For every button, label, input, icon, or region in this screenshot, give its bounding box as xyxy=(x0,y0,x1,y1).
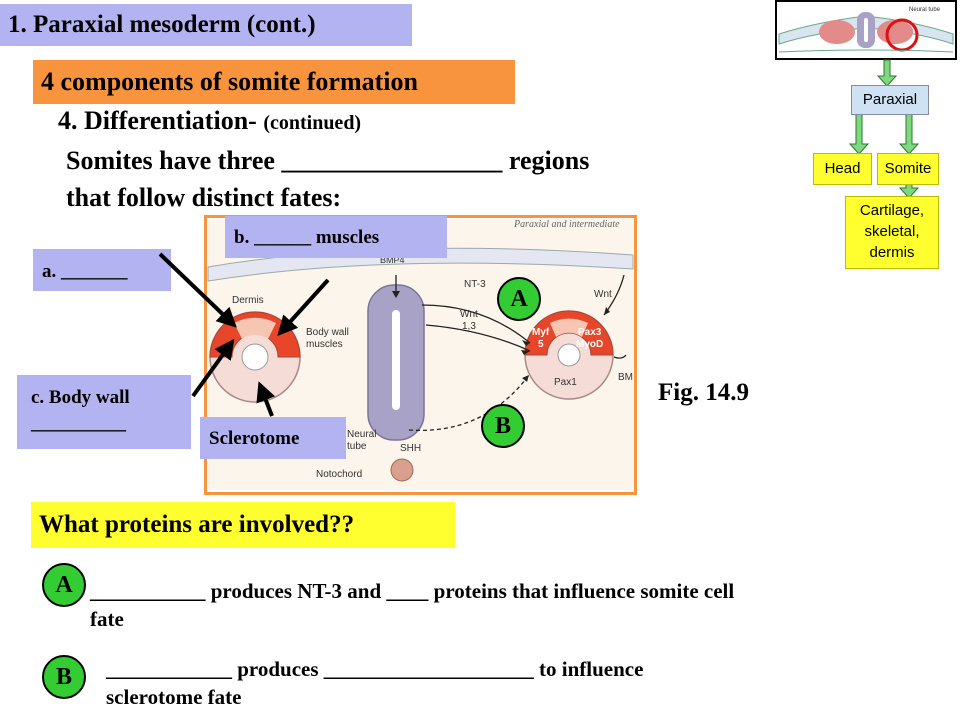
answer-a: ___________ produces NT-3 and ____ prote… xyxy=(90,577,950,633)
signal-arrowheads xyxy=(392,291,610,382)
neural-tube-mini-label: Neural tube xyxy=(909,7,941,13)
label-b-muscles: b. ______ muscles xyxy=(225,216,447,258)
label-c-line-2: __________ xyxy=(31,413,126,434)
myf5-label-2: 5 xyxy=(538,339,544,350)
dermis-label: Dermis xyxy=(232,295,264,306)
pax3-label-2: MyoD xyxy=(576,339,603,350)
pax1-label: Pax1 xyxy=(554,377,577,388)
answer-b: ____________ produces __________________… xyxy=(106,655,946,711)
wnt13-label-2: 1,3 xyxy=(462,321,476,332)
marker-a-figure: A xyxy=(497,277,541,321)
marker-b-figure: B xyxy=(481,404,525,448)
fates-box: Cartilage, skeletal, dermis xyxy=(845,196,939,269)
embryo-thumbnail: Neural tube xyxy=(775,0,957,60)
answer-a-line-2: fate xyxy=(90,607,124,631)
differentiation-note: (continued) xyxy=(263,112,362,134)
notochord xyxy=(390,458,414,482)
figure-header: Paraxial and intermediate xyxy=(513,219,620,230)
fates-line-2: skeletal, xyxy=(864,223,920,240)
nt3-label: NT-3 xyxy=(464,279,486,290)
left-somite xyxy=(209,311,301,403)
notochord-label: Notochord xyxy=(316,469,362,480)
statement-line-1: Somites have three _________________ reg… xyxy=(66,146,590,175)
answer-b-line-1: ____________ produces __________________… xyxy=(106,657,644,681)
neural-tube-label-1: Neural xyxy=(347,429,376,440)
minimap-flow-arrows xyxy=(848,59,920,199)
marker-b-answer: B xyxy=(42,655,86,699)
answer-b-line-2: sclerotome fate xyxy=(106,685,242,709)
pax3-label-1: Pax3 xyxy=(578,327,602,338)
components-heading: 4 components of somite formation xyxy=(33,60,515,104)
right-somite xyxy=(524,310,614,400)
answer-a-line-1: ___________ produces NT-3 and ____ prote… xyxy=(90,579,735,603)
wnt-label: Wnt xyxy=(594,289,612,300)
myf5-label-1: Myf xyxy=(532,327,550,338)
label-a: a. _______ xyxy=(33,249,171,291)
fates-line-3: dermis xyxy=(869,244,915,261)
label-sclerotome: Sclerotome xyxy=(200,417,346,459)
label-c-line-1: c. Body wall xyxy=(31,387,130,408)
figure-caption: Fig. 14.9 xyxy=(658,379,749,406)
head-box: Head xyxy=(813,153,872,185)
slide-title: 1. Paraxial mesoderm (cont.) xyxy=(0,4,412,46)
paraxial-box: Paraxial xyxy=(851,85,929,115)
neural-tube-label-2: tube xyxy=(347,441,367,452)
body-wall-muscles-label-1: Body wall xyxy=(306,327,349,338)
label-c-body-wall: c. Body wall __________ xyxy=(17,375,191,449)
statement-line-2: that follow distinct fates: xyxy=(66,183,342,212)
wnt13-label-1: Wnt xyxy=(460,309,478,320)
neural-tube xyxy=(367,284,425,441)
bm-label: BM xyxy=(618,372,633,383)
bmp4-label: BMP4 xyxy=(380,255,405,265)
embryo-cross-section: Neural tube xyxy=(778,7,954,53)
body-wall-muscles-label-2: muscles xyxy=(306,339,343,350)
fates-line-1: Cartilage, xyxy=(859,202,925,219)
shh-label: SHH xyxy=(400,443,421,454)
differentiation-label: 4. Differentiation- xyxy=(58,106,257,135)
somite-box: Somite xyxy=(877,153,939,185)
differentiation-line: 4. Differentiation- (continued) xyxy=(58,106,361,136)
question-heading: What proteins are involved?? xyxy=(31,502,455,548)
marker-a-answer: A xyxy=(42,563,86,607)
